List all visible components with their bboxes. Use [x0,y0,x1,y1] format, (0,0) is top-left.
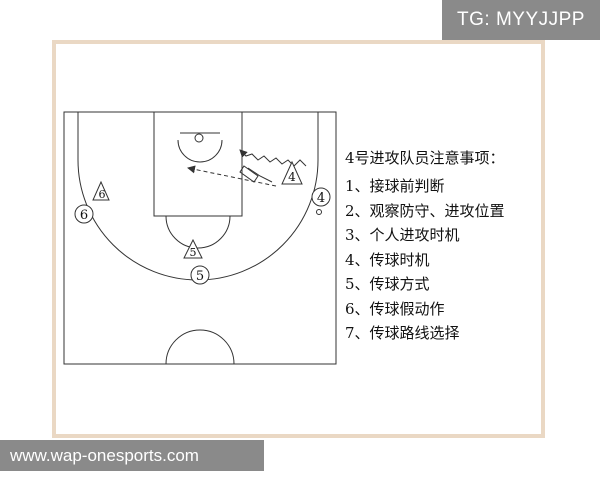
site-url-badge[interactable]: www.wap-onesports.com [0,440,264,471]
note-item: 1、接球前判断 [345,177,445,195]
note-item: 6、传球假动作 [345,299,445,318]
defender-6-triangle [92,180,110,201]
screen-marker [247,167,273,183]
court-boundary [63,111,337,365]
defender-6-label: 6 [99,188,106,201]
screen-marker-outline [239,165,259,183]
diagram-frame [52,40,545,438]
defender-4-label: 4 [288,170,296,184]
offense-6-label: 6 [80,208,88,223]
offense-4-label: 4 [317,191,325,206]
offense-6-circle [74,204,94,224]
ball-icon [316,209,322,215]
note-item: 5、传球方式 [345,275,430,293]
center-circle [165,329,235,365]
free-throw-circle-lower [165,215,231,249]
defender-5-label: 5 [190,246,197,259]
defender-4-triangle [281,160,303,185]
paint-lane [153,111,243,217]
free-throw-circle-upper [177,139,223,163]
offense-5-circle [190,265,210,285]
note-item: 4、传球时机 [345,250,430,269]
rim [194,133,204,143]
note-item: 2、观察防守、进攻位置 [345,201,505,220]
notes-list: 1、接球前判断 2、观察防守、进攻位置 3、个人进攻时机 4、传球时机 5、传球… [345,174,545,346]
pass-line [187,165,277,187]
defender-5-triangle [183,238,203,259]
note-item: 7、传球路线选择 [345,324,460,342]
telegram-badge: TG: MYYJJPP [442,0,600,40]
notes-title: 4号进攻队员注意事项： [345,149,505,167]
cut-path [239,149,307,167]
offense-5-label: 5 [196,269,204,284]
offense-4-circle [311,187,331,207]
note-item: 3、个人进攻时机 [345,226,460,244]
notes-panel: 4号进攻队员注意事项： 1、接球前判断 2、观察防守、进攻位置 3、个人进攻时机… [345,148,545,346]
